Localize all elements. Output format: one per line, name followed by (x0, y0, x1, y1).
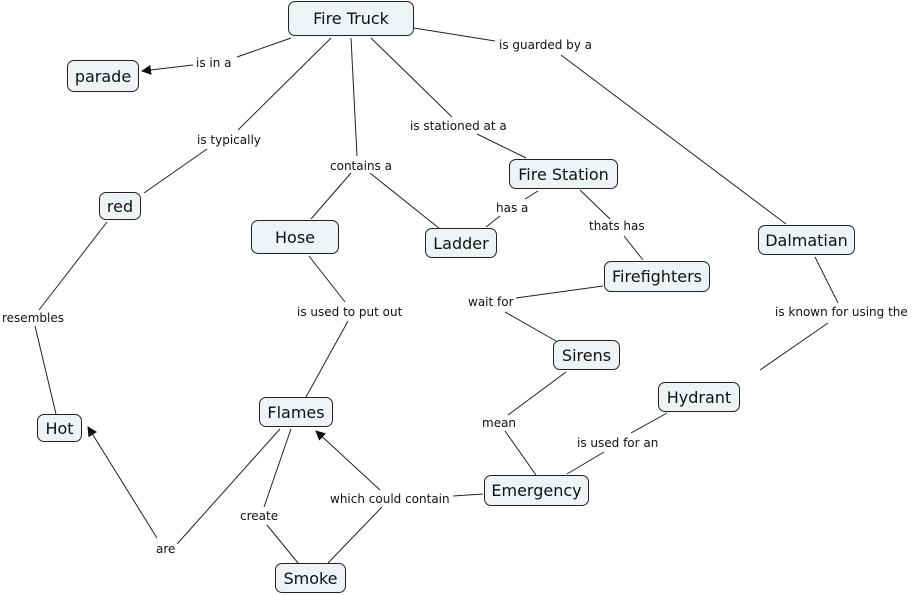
line-firefighters-waitfor (515, 285, 604, 299)
line-isguarded-dalmatian (560, 54, 787, 225)
line-firestation-hasa (524, 190, 539, 200)
line-istypically-red (143, 148, 208, 194)
link-label-is-used-for-an[interactable]: is used for an (575, 436, 661, 450)
line-dalmatian-isknown (814, 256, 839, 304)
node-sirens[interactable]: Sirens (553, 340, 620, 370)
node-emergency[interactable]: Emergency (484, 475, 589, 506)
line-flames-are (176, 428, 281, 545)
link-label-is-stationed-at-a[interactable]: is stationed at a (408, 119, 509, 133)
link-label-which-could-contain[interactable]: which could contain (328, 492, 452, 506)
link-label-has-a[interactable]: has a (494, 201, 531, 215)
line-hose-isusedtoputout (308, 255, 346, 303)
line-whichcouldcontain-flames (315, 430, 381, 491)
line-are-hot (87, 426, 158, 539)
node-flames[interactable]: Flames (259, 397, 333, 427)
node-fire-station[interactable]: Fire Station (509, 159, 618, 189)
line-firetruck-isguarded (413, 27, 496, 42)
link-label-wait-for[interactable]: wait for (466, 295, 516, 309)
line-red-resembles (38, 221, 108, 311)
line-isusedtoputout-flames (305, 320, 349, 398)
line-sirens-mean (507, 371, 567, 416)
link-label-is-guarded-by-a[interactable]: is guarded by a (497, 38, 595, 52)
link-label-is-known-for-using-the[interactable]: is known for using the (773, 305, 910, 319)
node-parade[interactable]: parade (67, 60, 139, 92)
node-ladder[interactable]: Ladder (425, 228, 497, 258)
line-firetruck-istypically (237, 37, 332, 131)
node-red[interactable]: red (99, 192, 141, 220)
line-firestation-thatshas (579, 189, 611, 220)
line-mean-emergency (504, 430, 537, 476)
line-containsa-hose (310, 172, 352, 220)
line-hydrant-isusedforan (630, 412, 668, 434)
line-isina-parade (141, 64, 194, 75)
node-dalmatian[interactable]: Dalmatian (758, 225, 855, 255)
link-label-contains-a[interactable]: contains a (328, 159, 394, 173)
line-thatshas-firefighters (623, 235, 644, 261)
link-label-resembles[interactable]: resembles (0, 311, 66, 325)
node-smoke[interactable]: Smoke (275, 563, 346, 593)
line-create-smoke (266, 524, 299, 564)
line-hasa-ladder (485, 215, 501, 228)
line-firetruck-isstationed (370, 37, 453, 118)
line-smoke-whichcouldcontain (327, 506, 383, 564)
link-label-create[interactable]: create (238, 509, 281, 523)
link-label-mean[interactable]: mean (480, 416, 519, 430)
line-firetruck-containsa (350, 37, 358, 157)
link-label-is-typically[interactable]: is typically (195, 133, 263, 147)
node-hot[interactable]: Hot (37, 414, 82, 442)
node-fire-truck[interactable]: Fire Truck (288, 1, 414, 36)
node-firefighters[interactable]: Firefighters (604, 261, 710, 292)
link-label-is-in-a[interactable]: is in a (194, 56, 234, 70)
line-firetruck-isina (236, 37, 292, 58)
line-isstationed-firestation (476, 133, 527, 159)
link-label-is-used-to-put-out[interactable]: is used to put out (295, 305, 405, 319)
line-flames-create (263, 428, 292, 508)
line-emergency-whichcouldcontain (452, 493, 484, 497)
link-label-thats-has[interactable]: thats has (587, 219, 647, 233)
link-label-are[interactable]: are (154, 542, 178, 556)
line-waitfor-sirens (504, 311, 557, 342)
line-containsa-ladder (369, 172, 441, 230)
node-hose[interactable]: Hose (251, 220, 339, 254)
line-isknown-hydrant (759, 322, 829, 371)
line-resembles-hot (34, 325, 57, 415)
node-hydrant[interactable]: Hydrant (658, 382, 740, 412)
line-isusedforan-emergency (566, 451, 605, 475)
